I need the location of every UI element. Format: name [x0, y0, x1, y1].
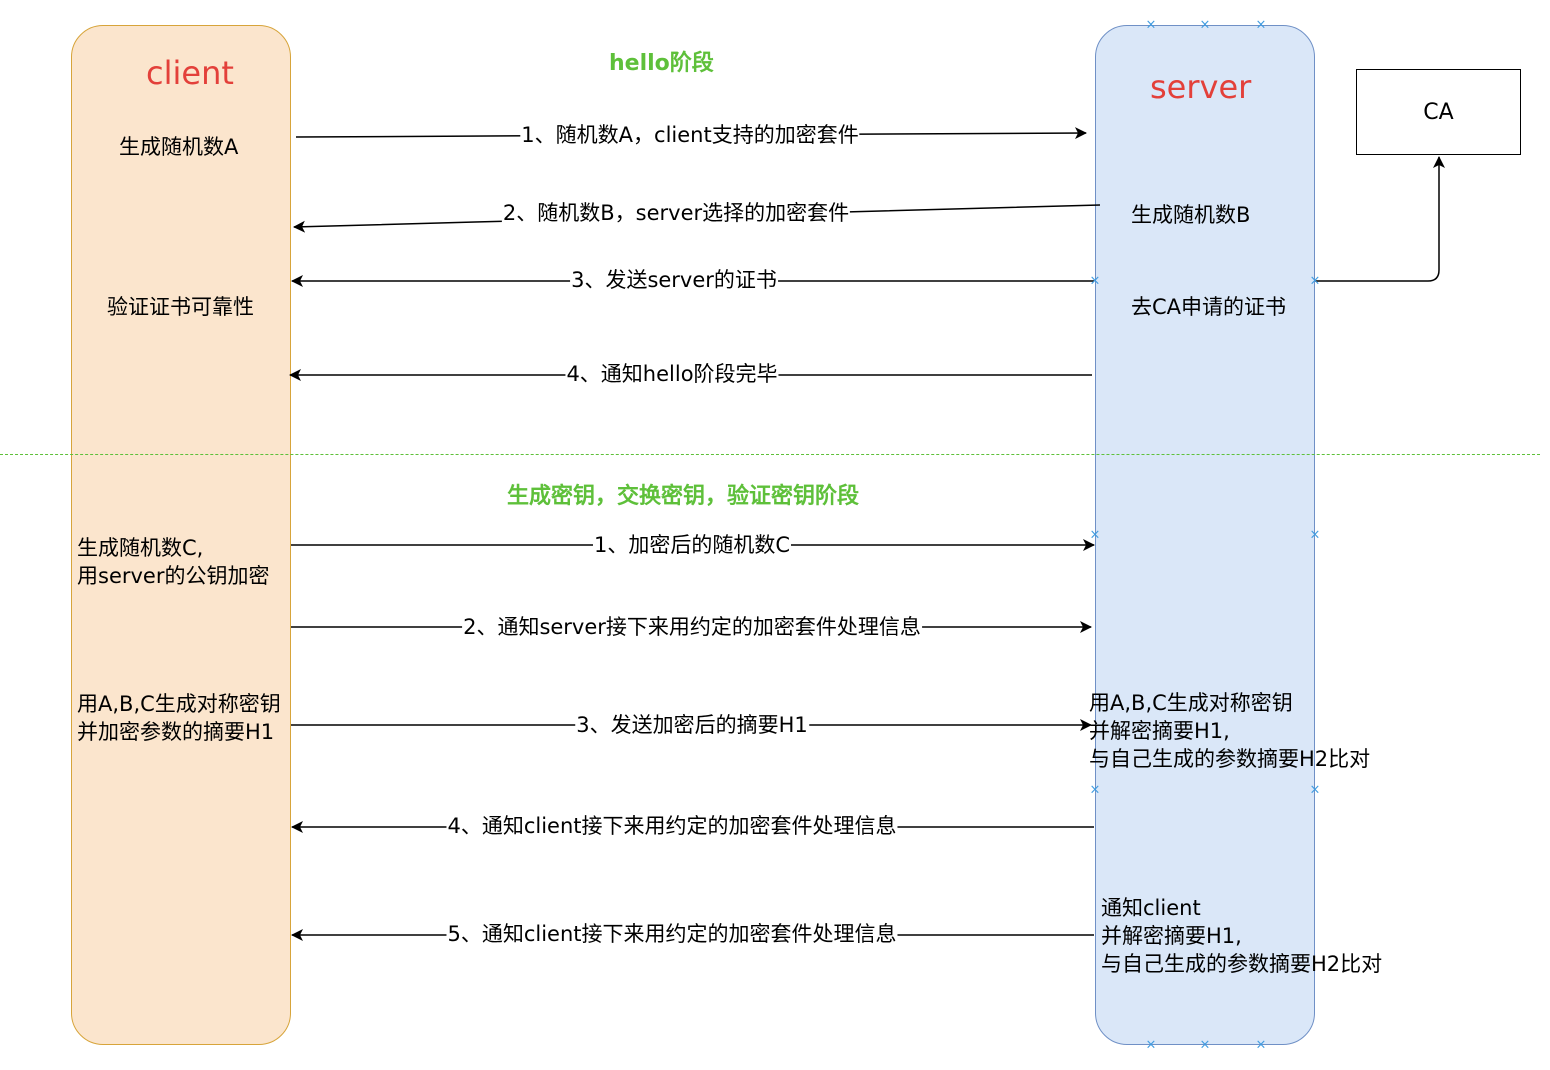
svg-text:×: × [1256, 18, 1267, 33]
client-title: client [146, 54, 234, 92]
server-note-random-b: 生成随机数B [1131, 203, 1251, 227]
client-note-verify-cert: 验证证书可靠性 [107, 295, 254, 319]
client-note-random-a: 生成随机数A [119, 135, 239, 159]
phase-label-hello: hello阶段 [609, 51, 714, 76]
svg-text:×: × [1090, 274, 1101, 289]
msg-key-1: 1、加密后的随机数C [592, 532, 792, 558]
phase-label-key: 生成密钥，交换密钥，验证密钥阶段 [507, 484, 860, 509]
svg-text:×: × [1200, 1038, 1211, 1053]
svg-text:×: × [1200, 18, 1211, 33]
client-lane [71, 25, 291, 1045]
svg-text:×: × [1146, 1038, 1157, 1053]
server-note-notify-client: 通知client 并解密摘要H1, 与自己生成的参数摘要H2比对 [1101, 896, 1383, 976]
phase-divider [0, 454, 1540, 455]
client-note-random-c: 生成随机数C, 用server的公钥加密 [77, 536, 270, 588]
client-note-sym-key: 用A,B,C生成对称密钥 并加密参数的摘要H1 [77, 692, 281, 744]
ca-box: CA [1356, 69, 1521, 155]
svg-text:×: × [1310, 274, 1321, 289]
connection-markers: × × × × × × × × × × × × [1090, 18, 1321, 1053]
arrow-hello-2 [293, 204, 1101, 233]
server-note-sym-key-verify: 用A,B,C生成对称密钥 并解密摘要H1, 与自己生成的参数摘要H2比对 [1089, 691, 1371, 771]
svg-text:×: × [1310, 783, 1321, 798]
svg-text:×: × [1310, 528, 1321, 543]
msg-hello-2: 2、随机数B，server选择的加密套件 [501, 200, 851, 226]
svg-text:×: × [1256, 1038, 1267, 1053]
msg-key-3: 3、发送加密后的摘要H1 [575, 712, 809, 738]
arrow-to-ca [1315, 156, 1445, 282]
server-note-apply-ca: 去CA申请的证书 [1131, 295, 1287, 319]
msg-key-5: 5、通知client接下来用约定的加密套件处理信息 [446, 921, 898, 947]
msg-hello-3: 3、发送server的证书 [570, 267, 778, 293]
msg-hello-4: 4、通知hello阶段完毕 [565, 361, 779, 387]
msg-hello-1: 1、随机数A，client支持的加密套件 [520, 122, 860, 148]
msg-key-4: 4、通知client接下来用约定的加密套件处理信息 [446, 813, 898, 839]
msg-key-2: 2、通知server接下来用约定的加密套件处理信息 [462, 614, 922, 640]
server-title: server [1150, 68, 1252, 106]
svg-text:×: × [1090, 528, 1101, 543]
server-lane [1095, 25, 1315, 1045]
svg-text:×: × [1090, 783, 1101, 798]
ca-label: CA [1423, 99, 1454, 125]
svg-text:×: × [1146, 18, 1157, 33]
